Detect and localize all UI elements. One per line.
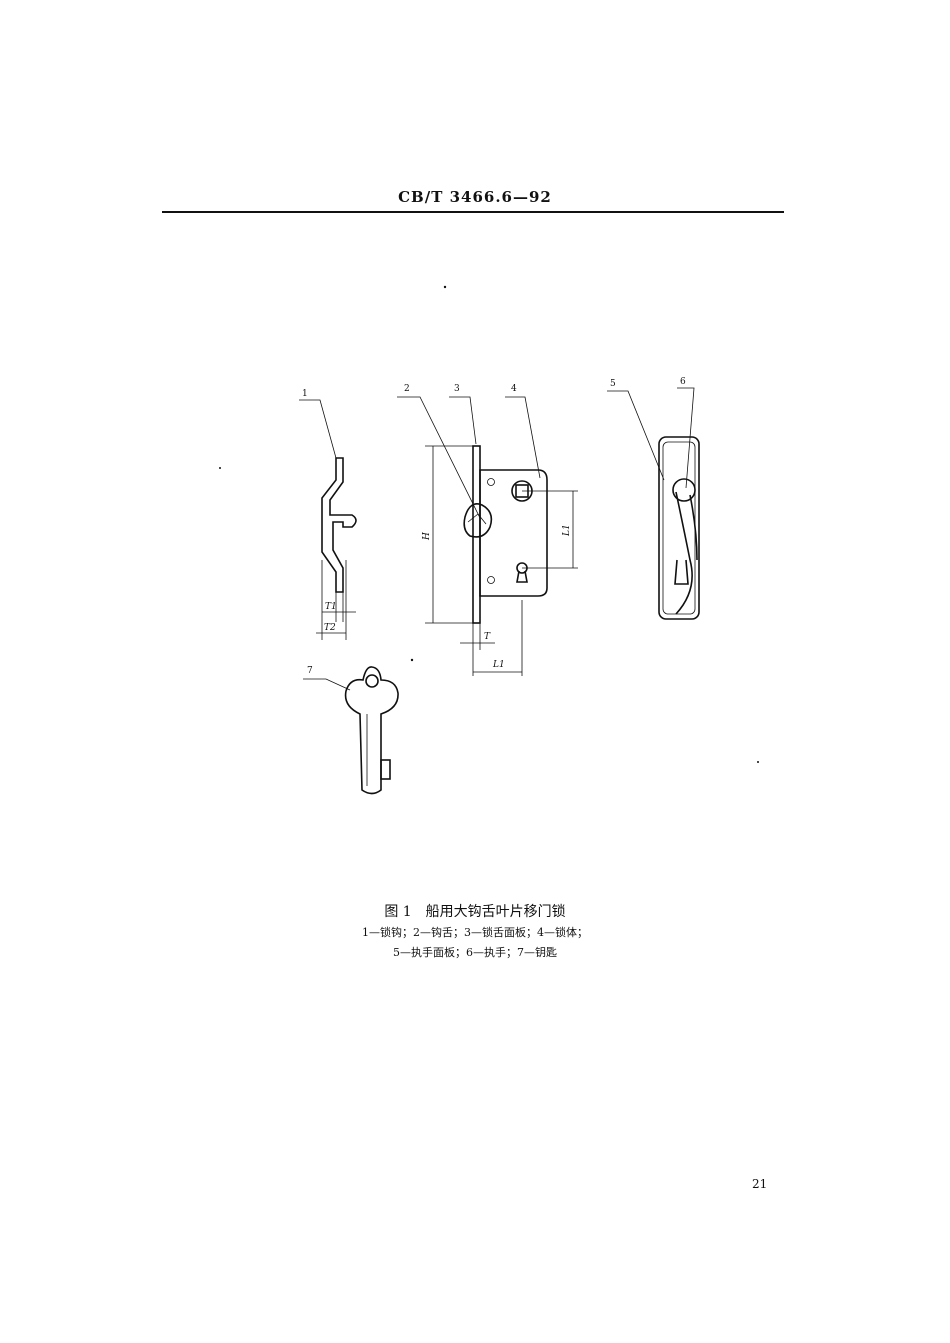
dimension-t: T: [484, 632, 491, 642]
document-header: CB/T 3466.6—92: [398, 188, 552, 206]
lock-body-drawing: [397, 396, 578, 676]
part-label-2: 2: [404, 384, 410, 394]
part-label-3: 3: [454, 384, 460, 394]
key-drawing: [303, 666, 399, 795]
page-number: 21: [752, 1177, 768, 1191]
dimension-t2: T2: [324, 623, 336, 633]
dimension-l1-bottom: L1: [492, 660, 505, 670]
header-rule: [162, 211, 784, 213]
dimension-h: H: [422, 532, 432, 541]
dimension-l1-side: L1: [562, 524, 572, 537]
part-label-6: 6: [680, 377, 686, 387]
figure-legend-line-1: 1—锁钩；2—钩舌；3—锁舌面板；4—锁体；: [362, 926, 588, 939]
dimension-t1: T1: [325, 602, 337, 612]
handle-drawing: [607, 387, 700, 620]
part-label-5: 5: [610, 379, 616, 389]
part-label-1: 1: [302, 389, 308, 399]
lock-hook-drawing: [299, 399, 357, 640]
part-label-4: 4: [511, 384, 517, 394]
figure-caption-title: 图 1 船用大钩舌叶片移门锁: [384, 904, 566, 920]
part-label-7: 7: [307, 666, 313, 676]
figure-legend-line-2: 5—执手面板；6—执手；7—钥匙: [393, 946, 557, 959]
